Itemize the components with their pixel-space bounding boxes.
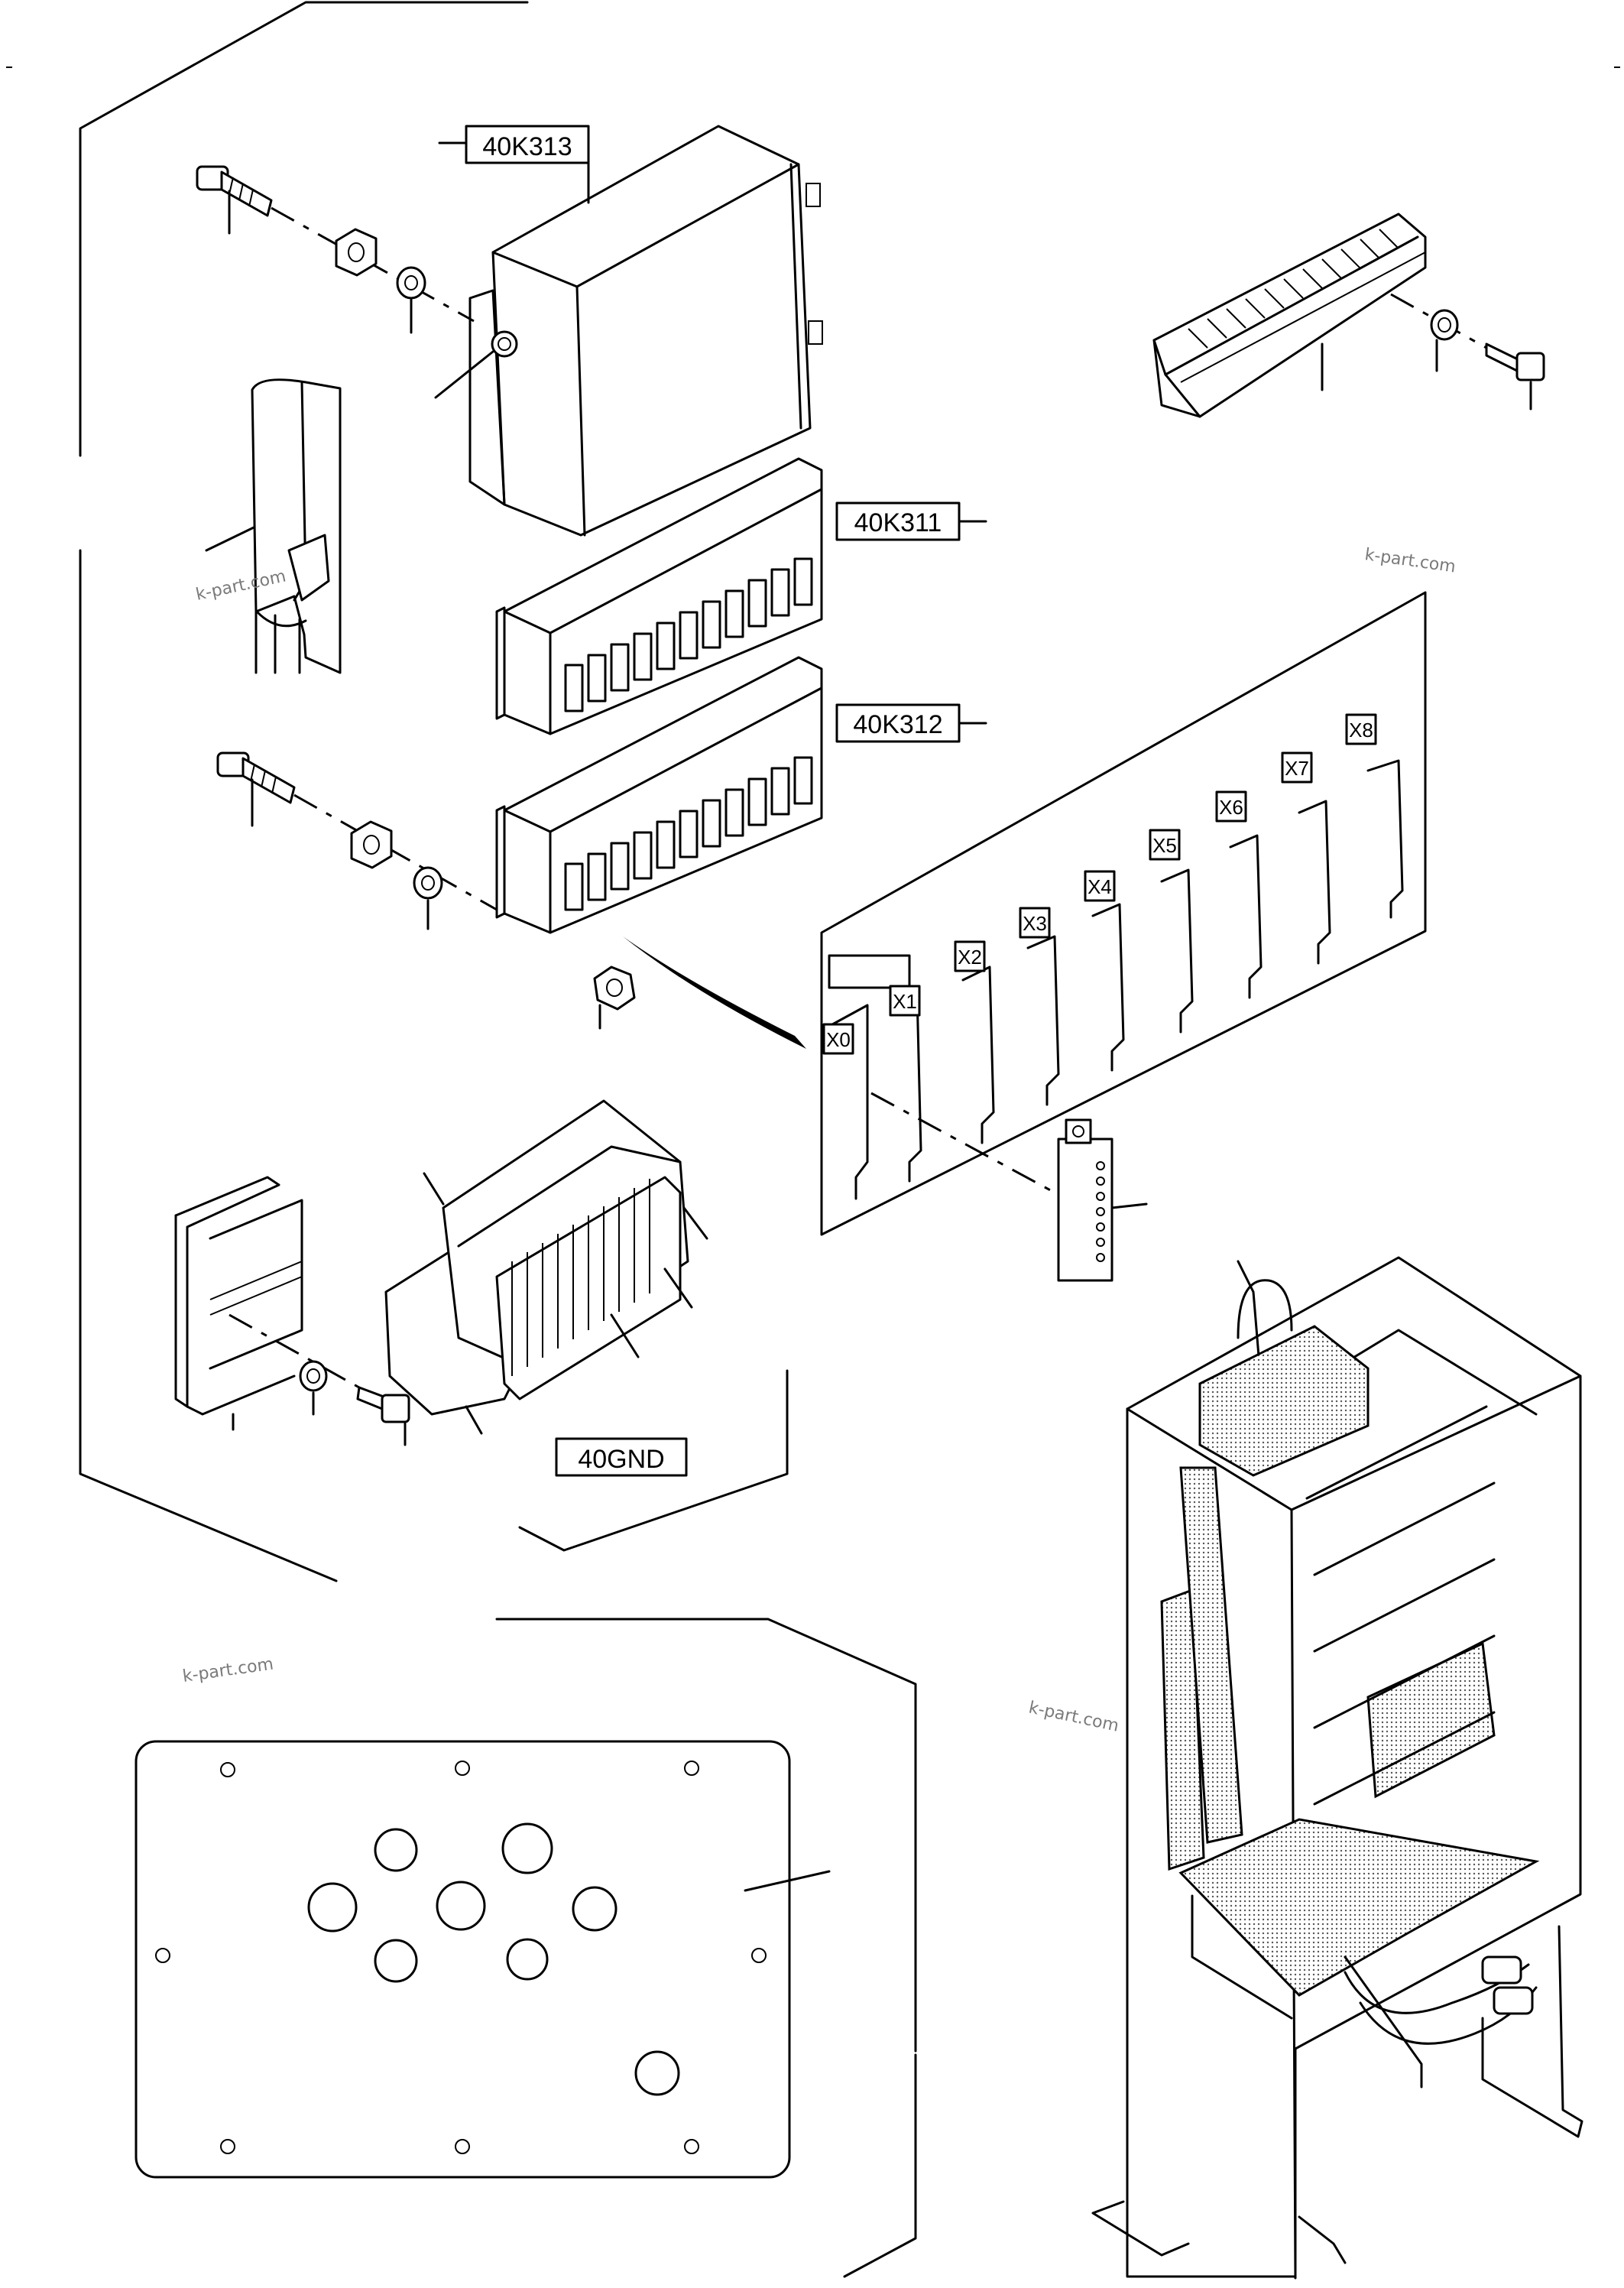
slot-label-x7: X7 bbox=[1285, 757, 1309, 780]
hex-nut-middle bbox=[350, 820, 393, 869]
mounting-rail-left bbox=[174, 1176, 303, 1431]
callout-40k311: 40K311 bbox=[854, 508, 942, 537]
callout-40k313: 40K313 bbox=[482, 132, 572, 161]
slot-label-x1: X1 bbox=[893, 990, 917, 1013]
bolt-top-left bbox=[196, 165, 273, 235]
slot-label-x6: X6 bbox=[1219, 796, 1243, 819]
slot-label-x8: X8 bbox=[1349, 719, 1373, 742]
cabinet-shaded-parts bbox=[1160, 1325, 1540, 1997]
slot-label-x5: X5 bbox=[1152, 834, 1177, 857]
terminal-block-ribs bbox=[511, 1179, 650, 1376]
cabinet-assembly bbox=[1126, 1256, 1582, 2280]
module-40k311 bbox=[495, 457, 823, 735]
slot-labels: X0 X1 X2 X3 X4 X5 X6 X7 X8 bbox=[822, 713, 1377, 1055]
slot-panel bbox=[820, 591, 1427, 1236]
watermark: k-part.com bbox=[1027, 1698, 1120, 1735]
watermark: k-part.com bbox=[181, 1655, 274, 1686]
hex-nut-top bbox=[335, 228, 378, 277]
bolt-gnd bbox=[356, 1386, 410, 1446]
slot-label-x3: X3 bbox=[1023, 912, 1047, 935]
cabinet-rails bbox=[1191, 1405, 1496, 2088]
din-rail-top bbox=[1152, 213, 1427, 418]
washer-middle bbox=[413, 866, 443, 930]
washer-top bbox=[396, 266, 426, 334]
din-rail-slots bbox=[1188, 229, 1399, 349]
callout-40k312: 40K312 bbox=[853, 710, 942, 739]
bolt-rail bbox=[1485, 342, 1545, 411]
module-40k311-connectors bbox=[564, 557, 813, 712]
washer-rail bbox=[1430, 309, 1459, 372]
gland-plate bbox=[135, 1740, 791, 2179]
callout-40gnd: 40GND bbox=[578, 1445, 664, 1474]
bolt-middle-left bbox=[216, 751, 296, 827]
terminal-block-assembly bbox=[384, 1099, 689, 1416]
module-40k312-connectors bbox=[564, 756, 813, 911]
frame-top-group bbox=[79, 1, 789, 1582]
watermark: k-part.com bbox=[1363, 545, 1457, 576]
slot-label-x0: X0 bbox=[826, 1028, 851, 1051]
cabinet-cables bbox=[1344, 1955, 1538, 2045]
slot-label-x4: X4 bbox=[1088, 875, 1112, 898]
nut-bottom bbox=[593, 966, 636, 1030]
module-40k313 bbox=[468, 125, 823, 537]
slot-label-x2: X2 bbox=[958, 946, 982, 969]
cable-harness bbox=[251, 378, 342, 674]
plug-in-card bbox=[1057, 1118, 1148, 1282]
module-40k312 bbox=[495, 656, 823, 934]
washer-gnd bbox=[299, 1360, 328, 1416]
frame-bottom-group bbox=[495, 1618, 917, 2278]
